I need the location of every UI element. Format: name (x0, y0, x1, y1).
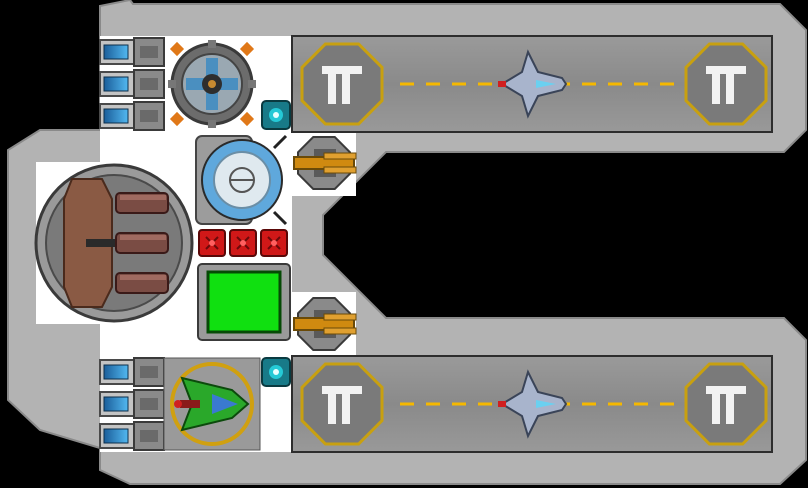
shield-node-icon[interactable] (261, 357, 291, 387)
interceptor-icon[interactable] (498, 49, 568, 119)
fighter-icon[interactable] (163, 357, 261, 451)
launch-pad-icon[interactable] (300, 362, 384, 446)
reactor-icon[interactable] (197, 263, 291, 341)
turret-icon[interactable] (293, 297, 357, 351)
main-cannon-icon[interactable] (34, 163, 194, 323)
ammo-crate-icon[interactable] (229, 229, 257, 257)
interceptor-icon[interactable] (498, 369, 568, 439)
thruster-icon (99, 421, 165, 451)
thruster-icon (99, 101, 165, 131)
landing-pad-icon[interactable] (684, 42, 768, 126)
turret-icon[interactable] (293, 136, 357, 190)
thruster-icon (99, 37, 165, 67)
thruster-icon (99, 69, 165, 99)
shield-node-icon[interactable] (261, 100, 291, 130)
thruster-icon (99, 357, 165, 387)
ammo-crate-icon[interactable] (260, 229, 288, 257)
thruster-icon (99, 389, 165, 419)
engine-core-icon[interactable] (195, 134, 288, 226)
launch-pad-icon[interactable] (300, 42, 384, 126)
ammo-crate-icon[interactable] (198, 229, 226, 257)
radar-dish-icon[interactable] (168, 40, 256, 128)
landing-pad-icon[interactable] (684, 362, 768, 446)
